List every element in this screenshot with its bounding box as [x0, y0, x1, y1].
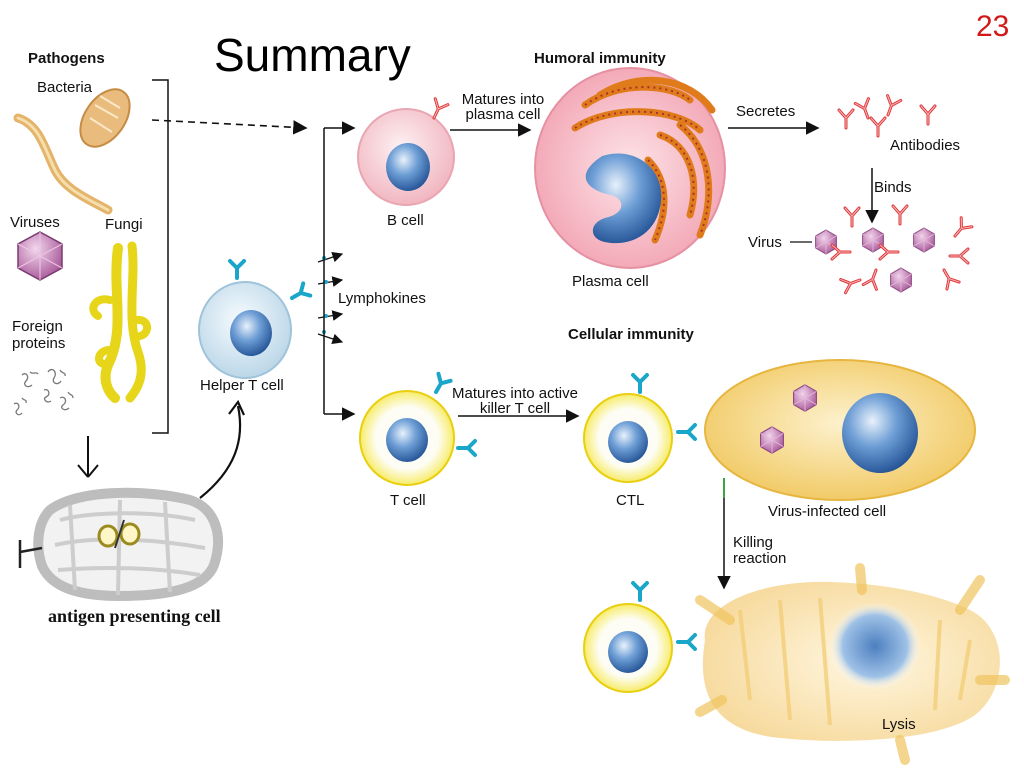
- ctl-lower-icon: [583, 581, 697, 693]
- virus-icon: [17, 231, 63, 281]
- killing-label: Killing: [733, 534, 774, 551]
- lymphokine-arrows: [317, 251, 344, 345]
- matures-plasma-label-1: Matures into: [461, 91, 545, 108]
- foreign-label: Foreign: [12, 318, 63, 335]
- matures-killer-label-1: Matures into active: [452, 385, 578, 402]
- virus-infected-cell-icon: [704, 359, 976, 501]
- slide-number: 23: [976, 10, 1010, 43]
- viruses-label: Viruses: [10, 214, 60, 231]
- reaction-label: reaction: [733, 550, 787, 567]
- ctl-label: CTL: [616, 492, 645, 509]
- helper-t-cell-label: Helper T cell: [200, 377, 284, 394]
- lymphokines-label: Lymphokines: [338, 290, 426, 307]
- fungi-label: Fungi: [105, 216, 143, 233]
- pathogen-to-bcell-arrow: [151, 119, 308, 135]
- virus-label: Virus: [748, 234, 782, 251]
- bacteria-icon: [13, 88, 131, 215]
- virus-antibody-complex: [790, 204, 974, 295]
- fungi-icon: [89, 241, 151, 403]
- matures-killer-label-2: killer T cell: [479, 400, 551, 417]
- b-cell-icon: [357, 97, 455, 206]
- secretes-label: Secretes: [736, 103, 796, 120]
- slide-title: Summary: [214, 29, 411, 81]
- humoral-immunity-heading: Humoral immunity: [534, 50, 666, 67]
- antibodies-icon: [837, 94, 937, 138]
- foreign-proteins-icon: [13, 368, 74, 416]
- plasma-cell-icon: [534, 67, 726, 269]
- t-cell-label: T cell: [390, 492, 426, 509]
- bacteria-label: Bacteria: [37, 79, 93, 96]
- helper-t-cell-icon: [198, 259, 313, 379]
- pathogens-to-apc-arrow: [77, 436, 99, 478]
- lysed-cell-icon: [695, 563, 1010, 765]
- pathogens-bracket: [152, 79, 169, 434]
- matures-plasma-label-2: plasma cell: [465, 106, 541, 123]
- virus-infected-cell-label: Virus-infected cell: [768, 503, 887, 520]
- pathogens-heading: Pathogens: [28, 50, 105, 67]
- binds-label: Binds: [874, 179, 912, 196]
- ctl-icon: [583, 373, 697, 483]
- apc-icon: [18, 487, 223, 601]
- plasma-cell-label: Plasma cell: [572, 273, 649, 290]
- antibodies-label: Antibodies: [890, 137, 961, 154]
- apc-to-helper-arrow: [199, 405, 242, 499]
- apc-caption: antigen presenting cell: [48, 606, 221, 626]
- lysis-label: Lysis: [882, 716, 916, 733]
- b-cell-label: B cell: [387, 212, 424, 229]
- proteins-label: proteins: [12, 335, 66, 352]
- cellular-immunity-heading: Cellular immunity: [568, 326, 694, 343]
- t-cell-icon: [359, 371, 477, 486]
